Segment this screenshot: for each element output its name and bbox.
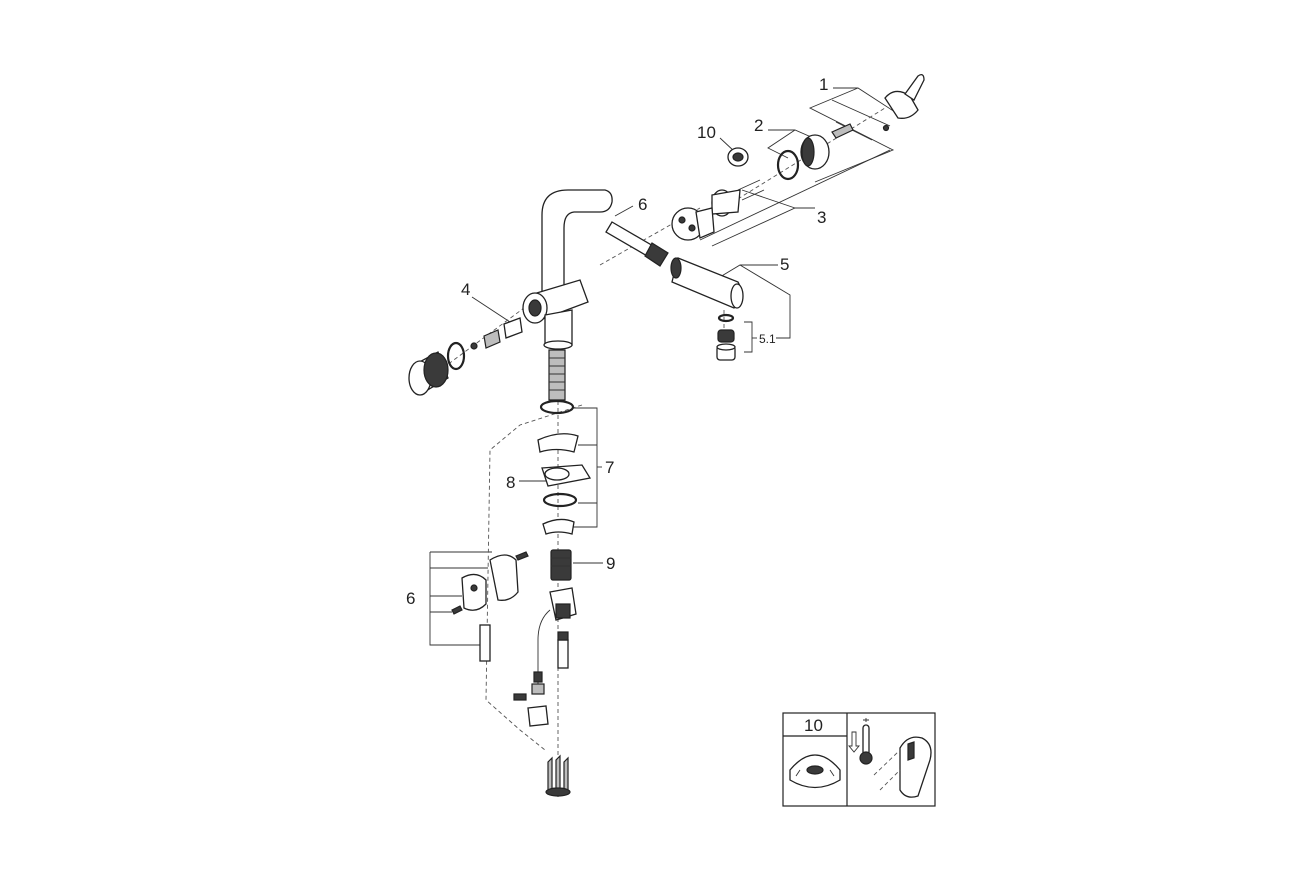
aerator-parts (716, 313, 736, 361)
hose-guide (451, 551, 529, 662)
label-5-1: 5.1 (759, 332, 776, 346)
connector-and-valve (537, 549, 577, 690)
label-6-top: 6 (638, 195, 647, 214)
faucet-body (522, 189, 613, 401)
pullout-hose-top (605, 221, 669, 267)
part-labels: 1 2 3 4 5 5.1 6 6 7 8 9 10 10 (406, 75, 828, 735)
supply-hoses (513, 671, 571, 797)
label-9: 9 (606, 554, 615, 573)
spray-head (670, 257, 744, 309)
label-5: 5 (780, 255, 789, 274)
inset-box (782, 712, 936, 807)
inset-label-10: 10 (804, 716, 823, 735)
label-1: 1 (819, 75, 828, 94)
lever-handle-icon (873, 736, 932, 798)
label-6-left: 6 (406, 589, 415, 608)
side-knob-assembly (408, 317, 523, 396)
label-4: 4 (461, 280, 470, 299)
label-2: 2 (754, 116, 763, 135)
label-10: 10 (697, 123, 716, 142)
leader-lines (429, 87, 896, 646)
mounting-stack (537, 399, 592, 535)
cold-water-thermometer-icon (848, 718, 873, 765)
cartridge-cap-icon (789, 754, 841, 789)
cartridge-assembly (671, 74, 925, 241)
label-3: 3 (817, 208, 826, 227)
label-8: 8 (506, 473, 515, 492)
label-7: 7 (605, 458, 614, 477)
